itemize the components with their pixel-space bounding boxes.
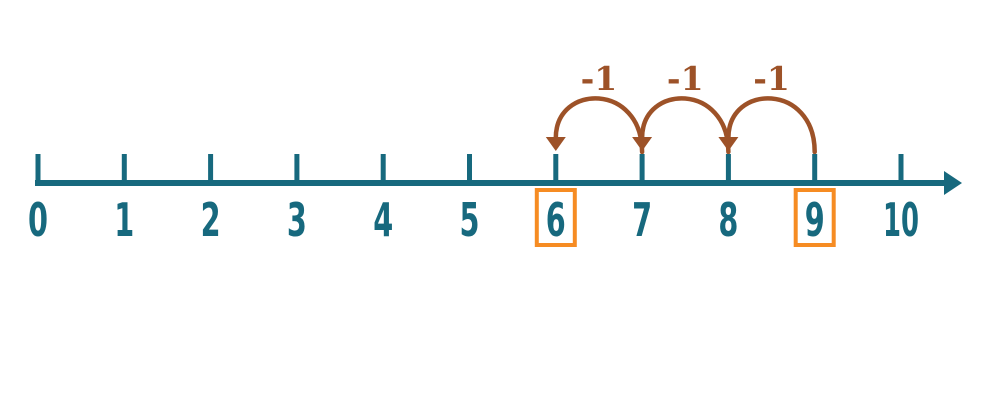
highlight-box [793, 188, 836, 247]
hop-arc [553, 96, 645, 155]
tick-label: 0 [28, 193, 48, 247]
highlight-boxes-group [534, 188, 836, 247]
hop-arcs-group: -1 -1 -1 [545, 59, 817, 155]
hop-arc [639, 96, 731, 155]
hop-label: -1 [581, 59, 618, 98]
highlight-box [534, 188, 577, 247]
tick-label: 6 [546, 193, 566, 247]
tick-label: 1 [114, 193, 134, 247]
tick-label: 4 [373, 193, 393, 247]
tick-label: 7 [632, 193, 652, 247]
axis-arrowhead-icon [944, 171, 962, 195]
tick-label: 8 [718, 193, 738, 247]
hop-arrowhead-icon [545, 137, 566, 151]
tick-label: 3 [287, 193, 307, 247]
tick-label: 5 [460, 193, 480, 247]
hop-label: -1 [753, 59, 790, 98]
hop-label: -1 [667, 59, 704, 98]
number-line-axis [35, 171, 962, 195]
hop-arc [726, 96, 817, 155]
tick-label: 2 [201, 193, 221, 247]
tick-label: 9 [805, 193, 825, 247]
tick-labels-group: 0 1 2 3 4 5 6 7 8 9 10 [28, 193, 919, 247]
tick-label: 10 [883, 193, 919, 247]
ticks-group [35, 154, 904, 183]
